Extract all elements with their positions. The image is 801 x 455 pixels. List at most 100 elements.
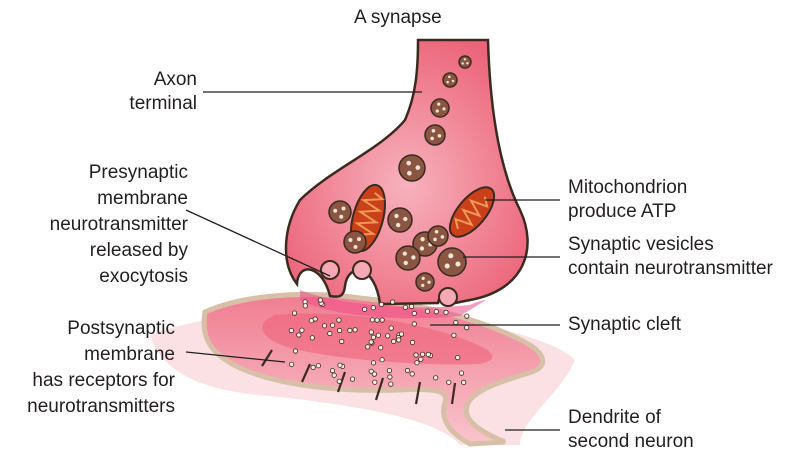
neurotransmitter-dot	[462, 380, 466, 384]
vesicle-content	[348, 238, 352, 242]
vesicle-content	[435, 230, 439, 234]
vesicle-content	[448, 76, 451, 79]
neurotransmitter-dot	[419, 357, 423, 361]
neurotransmitter-dot	[300, 328, 304, 332]
vesicle-content	[462, 62, 464, 64]
vesicle-content	[432, 129, 436, 133]
vesicle-content	[354, 245, 358, 249]
vesicle-content	[420, 246, 424, 250]
neurotransmitter-dot	[392, 339, 396, 343]
vesicle	[459, 56, 471, 68]
vesicle-content	[333, 209, 337, 213]
vesicle-content	[436, 109, 439, 112]
neurotransmitter-dot	[369, 330, 373, 334]
neurotransmitter-dot	[330, 368, 334, 372]
neurotransmitter-dot	[409, 304, 413, 308]
neurotransmitter-dot	[371, 306, 375, 310]
neurotransmitter-dot	[434, 376, 438, 380]
neurotransmitter-dot	[415, 361, 419, 365]
neurotransmitter-dot	[388, 375, 392, 379]
neurotransmitter-dot	[376, 333, 380, 337]
label-mitochondrion: Mitochondrion produce ATP	[568, 176, 687, 224]
neurotransmitter-dot	[410, 340, 414, 344]
vesicle-content	[421, 284, 424, 287]
vesicle-content	[339, 215, 343, 219]
neurotransmitter-dot	[338, 363, 342, 367]
neurotransmitter-dot	[380, 318, 384, 322]
neurotransmitter-dot	[387, 368, 391, 372]
exocytosis-vesicle	[353, 261, 371, 279]
vesicle-content	[422, 277, 425, 280]
neurotransmitter-dot	[369, 340, 373, 344]
neurotransmitter-dot	[456, 355, 460, 359]
vesicle-content	[427, 281, 430, 284]
neurotransmitter-dot	[337, 379, 341, 383]
vesicle-content	[446, 81, 449, 84]
neurotransmitter-dot	[373, 380, 377, 384]
neurotransmitter-dot	[459, 371, 463, 375]
neurotransmitter-dot	[465, 314, 469, 318]
vesicle-content	[403, 217, 407, 221]
neurotransmitter-dot	[311, 365, 315, 369]
neurotransmitter-dot	[447, 380, 451, 384]
neurotransmitter-dot	[405, 368, 409, 372]
neurotransmitter-dot	[313, 317, 317, 321]
vesicle-content	[404, 261, 408, 265]
neurotransmitter-dot	[397, 338, 401, 342]
vesicle	[425, 125, 445, 145]
vesicle	[416, 273, 434, 291]
neurotransmitter-dot	[425, 309, 429, 313]
vesicle-content	[420, 237, 424, 241]
neurotransmitter-dot	[410, 372, 414, 376]
neurotransmitter-dot	[337, 328, 341, 332]
vesicle-content	[466, 62, 468, 64]
neurotransmitter-dot	[297, 333, 301, 337]
neurotransmitter-dot	[414, 353, 418, 357]
label-presynaptic-membrane: Presynaptic membrane neurotransmitter re…	[50, 160, 188, 290]
vesicle-content	[441, 235, 445, 239]
neurotransmitter-dot	[310, 336, 314, 340]
vesicle-content	[455, 262, 460, 267]
neurotransmitter-dot	[322, 324, 326, 328]
neurotransmitter-dot	[316, 364, 320, 368]
neurotransmitter-dot	[379, 346, 383, 350]
neurotransmitter-dot	[330, 323, 334, 327]
neurotransmitter-dot	[328, 331, 332, 335]
vesicle-content	[445, 264, 450, 269]
vesicle-content	[406, 161, 411, 166]
label-dendrite: Dendrite of second neuron	[568, 406, 694, 454]
vesicle-content	[415, 165, 420, 170]
vesicle-content	[411, 255, 415, 259]
neurotransmitter-dot	[332, 373, 336, 377]
neurotransmitter-dot	[293, 349, 297, 353]
neurotransmitter-dot	[375, 318, 379, 322]
neurotransmitter-dot	[389, 382, 393, 386]
diagram-title: A synapse	[354, 6, 442, 30]
neurotransmitter-dot	[426, 352, 430, 356]
label-synaptic-cleft: Synaptic cleft	[568, 313, 681, 337]
vesicle	[329, 201, 351, 223]
vesicle-content	[464, 58, 466, 60]
vesicle	[438, 248, 466, 276]
neurotransmitter-dot	[386, 334, 390, 338]
neurotransmitter-dot	[353, 328, 357, 332]
neurotransmitter-dot	[318, 298, 322, 302]
neurotransmitter-dot	[389, 326, 393, 330]
neurotransmitter-dot	[380, 358, 384, 362]
neurotransmitter-dot	[348, 328, 352, 332]
vesicle	[344, 231, 366, 253]
neurotransmitter-dot	[372, 372, 376, 376]
vesicle-content	[452, 80, 455, 83]
exocytosis-vesicle	[321, 261, 339, 279]
neurotransmitter-dot	[379, 302, 383, 306]
neurotransmitter-dot	[289, 362, 293, 366]
neurotransmitter-dot	[420, 352, 424, 356]
neurotransmitter-dot	[362, 307, 366, 311]
neurotransmitter-dot	[434, 309, 438, 313]
neurotransmitter-dot	[454, 320, 458, 324]
vesicle	[443, 73, 457, 87]
label-synaptic-vesicles: Synaptic vesicles contain neurotransmitt…	[568, 233, 773, 281]
vesicle-content	[448, 253, 453, 258]
neurotransmitter-dot	[403, 305, 407, 309]
